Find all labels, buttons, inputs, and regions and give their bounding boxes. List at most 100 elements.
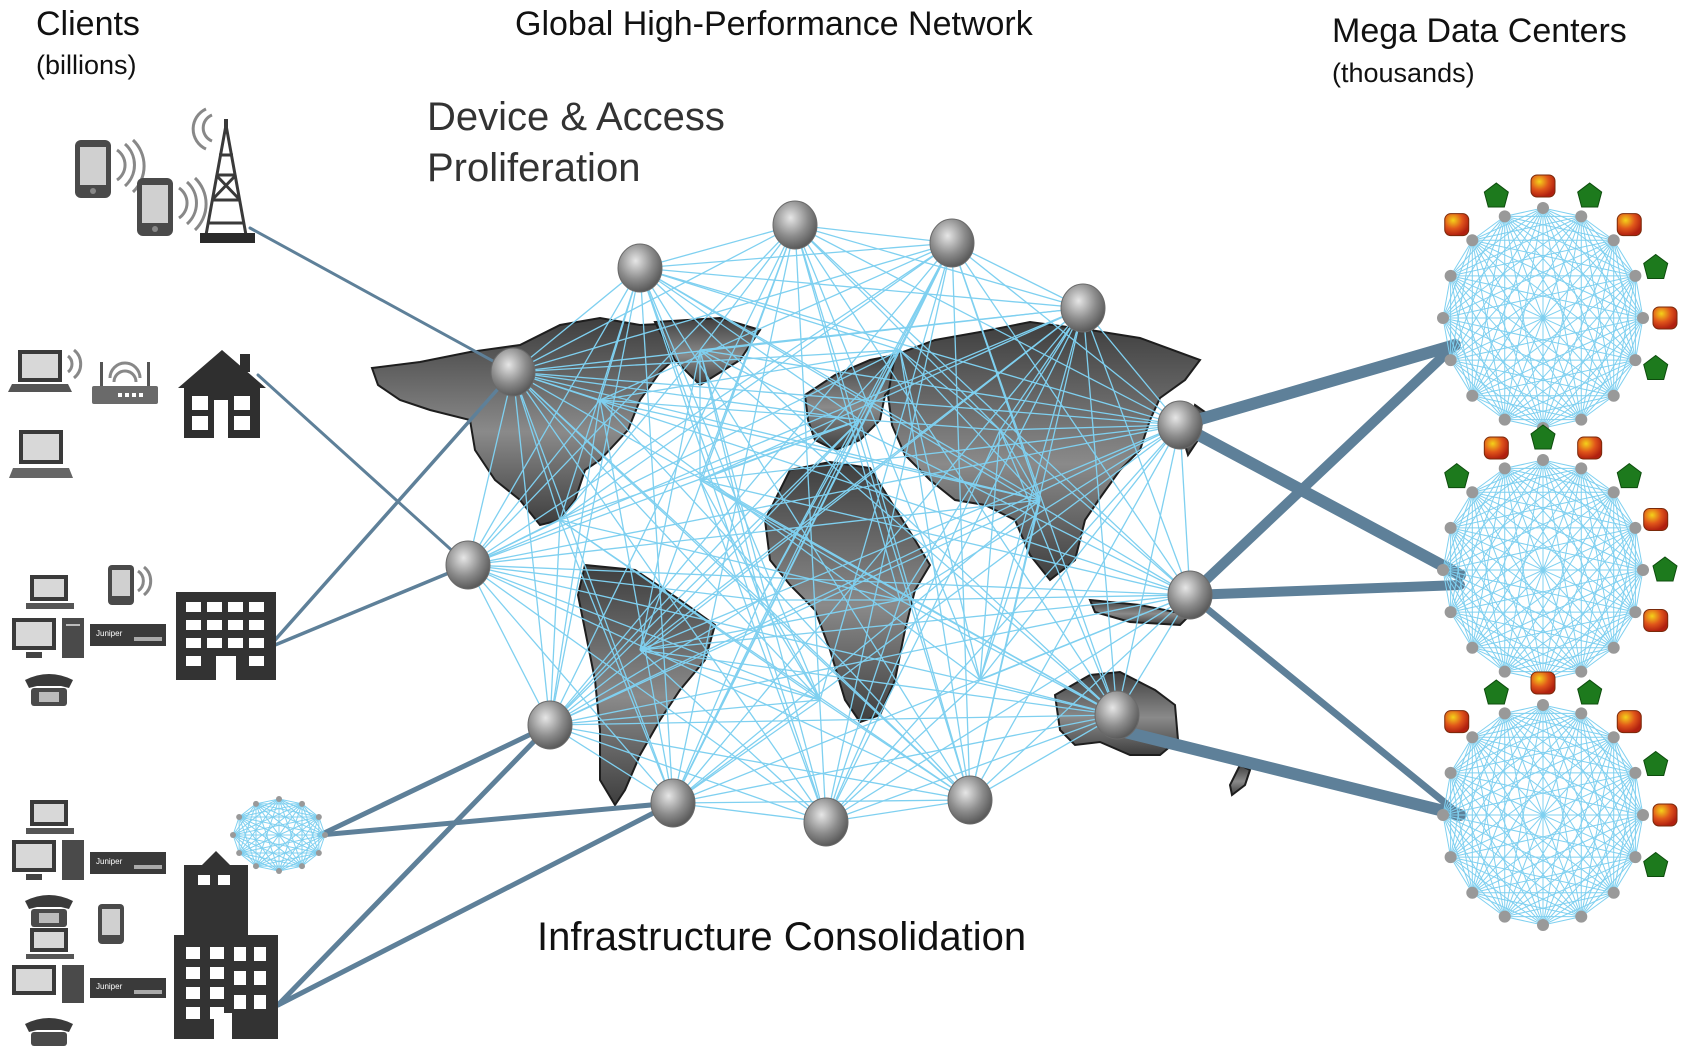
- mesh-link: [1082, 307, 1118, 716]
- dc-mesh-link: [1471, 468, 1506, 648]
- mesh-link: [467, 564, 827, 823]
- dc-mesh-link: [1450, 772, 1506, 917]
- dc-mesh-link: [1634, 814, 1644, 858]
- dc-node: [1575, 413, 1588, 426]
- network-node: [617, 243, 663, 293]
- dc-mesh-link: [1613, 772, 1636, 893]
- dc-mesh-link: [1542, 216, 1582, 429]
- dc-node: [1537, 454, 1549, 466]
- dc-mesh-link: [1542, 459, 1582, 469]
- dc-mesh-link: [1504, 468, 1636, 613]
- server-icon: [1530, 671, 1556, 695]
- dc-mesh-link: [1542, 207, 1582, 420]
- dc-mesh-link: [1450, 459, 1544, 529]
- dc-node: [1537, 202, 1549, 214]
- dc-mesh-link: [1504, 467, 1614, 493]
- regional-node: [253, 800, 259, 807]
- mesh-link: [794, 224, 901, 601]
- mesh-link: [512, 371, 861, 421]
- mesh-link: [794, 224, 827, 823]
- telephone-icon: [25, 1018, 73, 1046]
- dc-mesh-link: [1580, 467, 1615, 493]
- mesh-link: [512, 371, 674, 804]
- mesh-link: [639, 267, 901, 351]
- mesh-link: [1082, 307, 1181, 426]
- dc-node: [1437, 564, 1449, 576]
- mesh-link: [672, 699, 821, 804]
- dc-node: [1444, 851, 1457, 864]
- mesh-link: [672, 499, 1041, 804]
- mesh-link: [549, 599, 761, 726]
- regional-mesh-link: [238, 803, 257, 818]
- dc-node: [1637, 312, 1649, 324]
- dc-mesh-link: [1504, 468, 1615, 649]
- dc-mesh-link: [1504, 713, 1615, 894]
- mesh-link: [672, 307, 1084, 804]
- mesh-link: [467, 564, 1118, 716]
- mesh-link: [699, 479, 821, 701]
- network-node: [803, 797, 849, 847]
- dc-mesh-link: [1504, 712, 1644, 816]
- telephone-icon: [25, 895, 73, 927]
- dc-node: [1498, 462, 1511, 475]
- dc-mesh-link: [1613, 239, 1636, 277]
- dc-node: [1537, 919, 1549, 931]
- dc-mesh-link: [1450, 527, 1644, 571]
- dc-mesh-link: [1580, 317, 1644, 420]
- mesh-link: [512, 349, 901, 373]
- mesh-link: [794, 224, 1001, 431]
- dc-node: [1575, 665, 1588, 678]
- network-node: [650, 778, 696, 828]
- dc-mesh-link: [1471, 468, 1582, 649]
- mesh-link: [699, 307, 1084, 351]
- trunk-link: [1185, 340, 1460, 600]
- dc-mesh-link: [1472, 892, 1582, 918]
- dc-mesh-link: [1472, 647, 1544, 681]
- phone-icon: [75, 138, 146, 198]
- dc-node: [1637, 809, 1649, 821]
- regional-node: [253, 863, 259, 870]
- regional-mesh-link: [255, 803, 319, 818]
- mesh-link: [512, 371, 1191, 596]
- dc-node: [1575, 707, 1588, 720]
- mesh-link: [549, 499, 1041, 726]
- consolidation-label: Infrastructure Consolidation: [537, 915, 1027, 959]
- mesh-link: [999, 429, 1191, 596]
- mesh-link: [599, 349, 901, 401]
- dc-mesh-link: [1580, 215, 1615, 241]
- mesh-link: [899, 349, 1001, 431]
- dc-mesh-link: [1471, 736, 1636, 858]
- server-icon: [1444, 213, 1470, 237]
- laptop-icon: [26, 575, 74, 609]
- regional-node: [315, 850, 322, 856]
- dc-mesh-link: [1442, 737, 1473, 816]
- dc-mesh-link: [1504, 215, 1636, 277]
- dc-mesh-link: [1504, 467, 1644, 571]
- mesh-link: [512, 371, 971, 801]
- mesh-link: [549, 594, 1191, 726]
- mesh-link: [639, 599, 901, 651]
- dc-mesh-link: [1504, 207, 1544, 420]
- dc-mesh-link: [1442, 216, 1506, 319]
- trunk-link: [1111, 724, 1466, 821]
- dc-mesh-link: [1580, 647, 1615, 673]
- regional-mesh-link: [278, 816, 320, 872]
- dc-mesh-link: [1450, 491, 1615, 613]
- regional-mesh-link: [239, 803, 303, 818]
- network-title: Global High-Performance Network: [515, 5, 1033, 43]
- mesh-link: [639, 649, 821, 701]
- dc-mesh-link: [1450, 611, 1506, 672]
- regional-mesh-link: [255, 798, 280, 867]
- desktop-icon: [12, 840, 84, 880]
- regional-mesh-link: [278, 798, 320, 818]
- dc-node: [1444, 766, 1457, 779]
- server-icon: [1616, 213, 1642, 237]
- dc-mesh-link: [1580, 713, 1644, 816]
- dc-mesh-link: [1504, 704, 1544, 917]
- mesh-link: [819, 242, 953, 701]
- trunk-link: [317, 800, 676, 838]
- mesh-link: [825, 679, 981, 823]
- dc-mesh-link: [1450, 611, 1544, 681]
- dc-node: [1629, 354, 1642, 367]
